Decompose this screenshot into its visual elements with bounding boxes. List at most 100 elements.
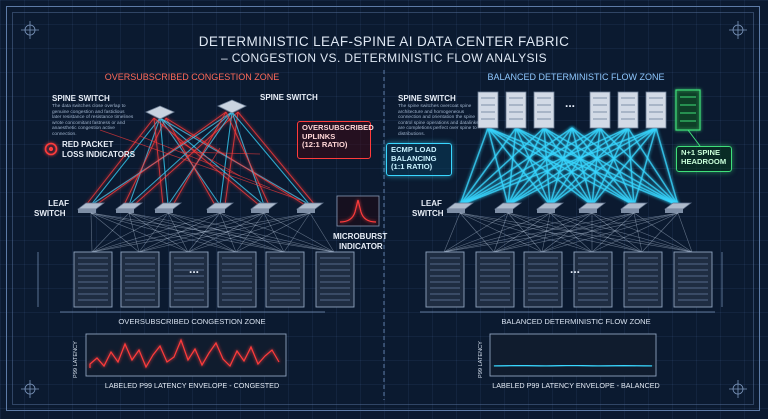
- right-uplink-4-1: [507, 127, 601, 206]
- right-uplink-2-1: [507, 127, 545, 206]
- right-spine-label: SPINE SWITCH: [398, 94, 456, 103]
- headroom-leader-line: [687, 129, 701, 147]
- left-congestion-crossline-1: [139, 135, 271, 189]
- left-spine-description: The data switches close overlap to genui…: [52, 104, 134, 137]
- right-uplink-5-5: [627, 127, 679, 206]
- right-downlink-1-1: [493, 212, 509, 253]
- right-leaf-label-2: SWITCH: [412, 209, 444, 218]
- left-downlink-3-2: [187, 212, 221, 253]
- right-uplink-6-2: [549, 127, 657, 206]
- right-downlink-1-5: [507, 212, 693, 253]
- left-spine-label-2: SPINE SWITCH: [260, 93, 318, 102]
- left-leaf-switch-front-0: [78, 209, 96, 213]
- right-downlink-5-1: [493, 212, 679, 253]
- right-leaf-switch-front-1: [495, 209, 513, 213]
- left-leaf-switch-3: [205, 202, 235, 210]
- left-leaf-switch-front-4: [251, 209, 269, 213]
- microburst-waveform: [339, 199, 377, 223]
- left-downlink-1-3: [128, 212, 237, 253]
- left-uplink-red-0-5: [165, 117, 306, 206]
- right-bottom-zone-label: BALANCED DETERMINISTIC FLOW ZONE: [501, 317, 651, 326]
- right-downlink-2-4: [549, 212, 643, 253]
- right-downlink-4-1: [493, 212, 635, 253]
- left-downlink-3-5: [219, 212, 335, 253]
- right-leaf-switch-front-4: [621, 209, 639, 213]
- inner-frame: [12, 12, 754, 405]
- left-leaf-switch-front-1: [116, 209, 134, 213]
- left-downlink-4-1: [138, 212, 265, 253]
- left-leaf-switch-2: [153, 202, 183, 210]
- right-uplink-2-0: [459, 127, 545, 206]
- right-downlink-0-2: [459, 212, 543, 253]
- right-downlink-4-2: [541, 212, 635, 253]
- left-downlink-2-3: [167, 212, 237, 253]
- left-spine-switch-0: [145, 105, 175, 120]
- left-server-rack-0: [73, 251, 113, 308]
- left-server-rack-4: [265, 251, 305, 308]
- left-downlink-1-4: [128, 212, 285, 253]
- right-downlink-2-5: [549, 212, 693, 253]
- uplinks-callout-line-2: UPLINKS: [302, 131, 336, 141]
- outer-frame: [6, 6, 760, 411]
- right-downlink-3-5: [591, 212, 693, 253]
- right-downlink-4-0: [443, 212, 635, 253]
- red-packet-loss-icon: [44, 142, 58, 156]
- left-uplink-red-0-4: [153, 117, 260, 206]
- red-packet-loss-label-1: RED PACKET: [62, 140, 114, 149]
- right-uplink-5-0: [459, 127, 629, 206]
- left-uplink-red-1-0: [95, 111, 227, 206]
- right-spine-switch-1: [505, 91, 527, 129]
- right-server-rack-0: [425, 251, 465, 308]
- right-downlink-4-4: [633, 212, 643, 253]
- right-downlink-5-5: [677, 212, 693, 253]
- right-downlink-1-2: [507, 212, 543, 253]
- right-spine-ellipsis: ...: [565, 96, 576, 110]
- right-uplink-6-4: [633, 127, 657, 206]
- right-downlink-2-1: [493, 212, 551, 253]
- right-uplink-4-0: [459, 127, 601, 206]
- left-congestion-crossline-3: [209, 147, 221, 165]
- left-uplink-cyan-1-3: [219, 111, 233, 206]
- right-uplink-3-1: [507, 127, 573, 206]
- left-uplink-red-0-1: [123, 117, 167, 206]
- right-downlink-4-3: [591, 212, 635, 253]
- right-spine-description: The spine switches overcoat spine archit…: [398, 104, 479, 137]
- right-latency-axis-label: P99 LATENCY: [478, 341, 484, 378]
- right-server-rack-1: [475, 251, 515, 308]
- headroom-callout-line-2: HEADROOM: [681, 156, 727, 166]
- n-plus-one-headroom-callout: N+1 SPINE HEADROOM: [676, 146, 732, 172]
- right-downlink-3-0: [443, 212, 593, 253]
- left-downlink-0-4: [90, 212, 285, 253]
- right-leaf-label-1: LEAF: [421, 199, 442, 208]
- left-downlink-2-4: [167, 212, 285, 253]
- left-leaf-switch-4: [249, 202, 279, 210]
- right-latency-trace: [493, 364, 653, 367]
- right-spine-switch-2: [533, 91, 555, 129]
- left-downlink-5-5: [309, 212, 335, 253]
- left-downlink-3-4: [219, 212, 285, 253]
- right-server-rack-2: [523, 251, 563, 308]
- right-uplink-6-0: [459, 127, 657, 206]
- left-zone-title: OVERSUBSCRIBED CONGESTION ZONE: [104, 72, 280, 82]
- right-downlink-1-4: [507, 212, 643, 253]
- right-uplink-6-5: [655, 127, 679, 206]
- left-server-rack-1: [120, 251, 160, 308]
- n-plus-one-spine-switch: [675, 89, 701, 131]
- headroom-callout-line-1: N+1 SPINE: [681, 148, 721, 157]
- left-downlink-1-0: [91, 212, 130, 253]
- left-leaf-switch-front-3: [207, 209, 225, 213]
- right-uplink-3-2: [549, 127, 573, 206]
- right-downlink-0-0: [443, 212, 461, 253]
- left-server-rack-3: [217, 251, 257, 308]
- right-uplink-1-2: [515, 127, 551, 206]
- left-downlink-5-1: [138, 212, 311, 253]
- left-server-rack-5: [315, 251, 355, 308]
- right-uplink-4-5: [599, 127, 679, 206]
- ecmp-callout-line-3: (1:1 RATIO): [391, 162, 433, 172]
- right-leaf-switch-front-0: [447, 209, 465, 213]
- left-downlink-4-5: [263, 212, 335, 253]
- right-leaf-switch-3: [577, 202, 607, 210]
- ecmp-load-balancing-callout: ECMP LOAD BALANCING (1:1 RATIO): [386, 143, 452, 176]
- red-packet-loss-label-2: LOSS INDICATORS: [62, 150, 136, 159]
